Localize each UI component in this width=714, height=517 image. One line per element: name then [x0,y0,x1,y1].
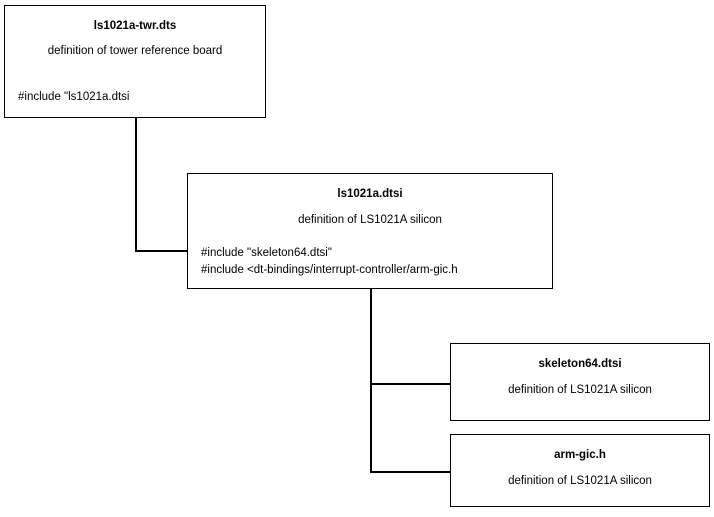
node-title: skeleton64.dtsi [538,358,622,370]
node-description: definition of LS1021A silicon [298,214,442,226]
edge-ls1021a-to-skeleton64 [370,383,450,385]
node-arm-gic-h: arm-gic.h definition of LS1021A silicon [450,434,710,507]
node-description: definition of LS1021A silicon [508,475,652,487]
edge-twr-to-ls1021a-vertical [135,118,137,252]
node-title: ls1021a-twr.dts [93,20,177,32]
node-description: definition of LS1021A silicon [508,384,652,396]
include-line: #include "skeleton64.dtsi" [201,247,332,259]
include-line: #include <dt-bindings/interrupt-controll… [201,264,458,276]
node-title: arm-gic.h [554,449,606,461]
node-ls1021a-dtsi: ls1021a.dtsi definition of LS1021A silic… [187,173,553,289]
node-description: definition of tower reference board [47,45,223,57]
include-line: #include "ls1021a.dtsi [18,91,130,103]
node-include-lines: #include "skeleton64.dtsi" #include <dt-… [201,245,546,279]
node-title: ls1021a.dtsi [337,188,403,200]
node-include-lines: #include "ls1021a.dtsi [18,89,259,106]
edge-ls1021a-to-arm-gic [370,471,450,473]
node-skeleton64-dtsi: skeleton64.dtsi definition of LS1021A si… [450,343,710,421]
edge-twr-to-ls1021a-horizontal [135,250,187,252]
node-ls1021a-twr-dts: ls1021a-twr.dts definition of tower refe… [4,5,266,118]
edge-ls1021a-branch-vertical [370,289,372,473]
